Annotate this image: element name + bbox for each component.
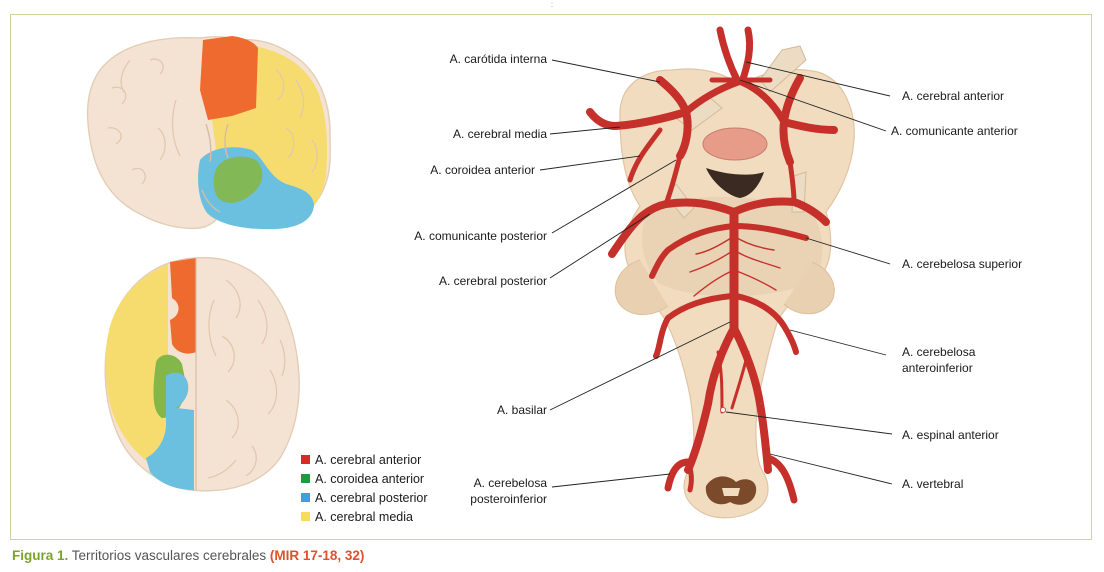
leader-cerebelosa-pi [551,473,671,488]
label-cerebelosa-pi-2: posteroinferior [470,492,547,506]
legend-swatch-media [301,512,310,521]
leader-cerebral-anterior [745,61,891,97]
leader-basilar [549,321,731,411]
leader-cerebral-media [549,126,621,135]
label-cerebral-posterior: A. cerebral posterior [439,274,547,288]
artery-vertebral-right [730,324,772,474]
artery-cerebral-anterior-right [738,26,754,86]
label-comunicante-anterior: A. comunicante anterior [891,124,1018,138]
label-basilar: A. basilar [497,403,547,417]
pituitary-gland [702,127,768,161]
artery-coroidea-anterior [627,127,663,183]
caption-text: Territorios vasculares cerebrales [68,548,270,563]
legend-label-posterior: A. cerebral posterior [315,491,428,505]
label-cerebelosa-superior: A. cerebelosa superior [902,257,1022,271]
artery-cerebral-posterior-left [608,198,738,258]
axial-brain-section [104,256,300,492]
legend-swatch-posterior [301,493,310,502]
leader-vertebral [769,453,893,485]
territory-posterior-axial [146,372,194,490]
artery-top-loop-right [738,78,788,126]
cerebellar-lobe-left [614,259,669,315]
leader-cerebelosa-superior [805,237,891,265]
labels: A. carótida interna A. cerebral media A.… [414,52,1022,506]
leader-comunicante-anterior [739,79,887,132]
legend-swatch-anterior [301,455,310,464]
leader-comunicante-posterior [551,159,677,234]
espinal-marker [720,406,727,413]
leader-carotida-interna [551,59,661,83]
territory-anterior-coronal [200,36,258,120]
label-cerebelosa-ai-1: A. cerebelosa [902,345,976,359]
artery-cerebelosa-superior-right [731,223,809,241]
legend-label-media: A. cerebral media [315,510,413,524]
caption-reference: (MIR 17-18, 32) [269,548,365,563]
label-cerebral-anterior: A. cerebral anterior [902,89,1004,103]
legend-label-anterior: A. cerebral anterior [315,453,421,467]
territory-media-axial [105,264,168,462]
label-espinal-anterior: A. espinal anterior [902,428,999,442]
leader-cerebral-posterior [549,213,651,279]
cerebellar-lobe-right [783,261,835,315]
territory-anterior-axial [170,258,196,354]
legend-swatch-coroidea [301,474,310,483]
label-vertebral: A. vertebral [902,477,963,491]
artery-cerebral-media-left [586,108,690,130]
legend-label-coroidea: A. coroidea anterior [315,472,424,486]
figure-caption: Figura 1. Territorios vasculares cerebra… [12,548,364,563]
artery-cerebelosa-posteroinferior-right [764,454,798,504]
medulla-cut-center [722,488,740,496]
artery-cerebelosa-superior-left [649,223,737,279]
artery-espinal-anterior [716,350,724,414]
label-cerebral-media: A. cerebral media [453,127,547,141]
artery-cerebral-anterior-left [716,26,742,86]
leader-cerebelosa-ai [789,329,887,356]
artery-cerebral-media-right [780,118,838,134]
label-carotida-interna: A. carótida interna [450,52,548,66]
infundibulum-shadow [706,168,764,198]
artery-top-loop-left [682,78,742,116]
pontine-branches [689,235,781,297]
legend: A. cerebral anterior A. coroidea anterio… [301,453,428,524]
artery-espinal-anterior-right [730,350,750,410]
artery-vertebral-left [684,324,738,474]
coronal-gyri [107,58,318,185]
label-coroidea-anterior: A. coroidea anterior [430,163,535,177]
leader-lines [539,59,893,488]
axial-gyri [207,279,286,479]
label-cerebelosa-pi-1: A. cerebelosa [474,476,548,490]
leader-coroidea-anterior [539,155,641,171]
artery-cerebral-posterior-right [730,197,830,226]
caption-figure-number: Figura 1. [12,548,69,563]
artery-cerebelosa-anteroinferior-left [653,293,735,359]
artery-cerebelosa-posteroinferior-left-b [685,459,694,493]
label-comunicante-posterior: A. comunicante posterior [414,229,547,243]
territory-coroidea-coronal [213,156,263,203]
coronal-brain-section [86,35,331,230]
artery-cerebelosa-anteroinferior-right [733,293,799,355]
label-cerebelosa-ai-2: anteroinferior [902,361,973,375]
arterial-tree [586,26,838,504]
coronal-ventricles [201,123,229,213]
leader-espinal-anterior [725,411,893,435]
